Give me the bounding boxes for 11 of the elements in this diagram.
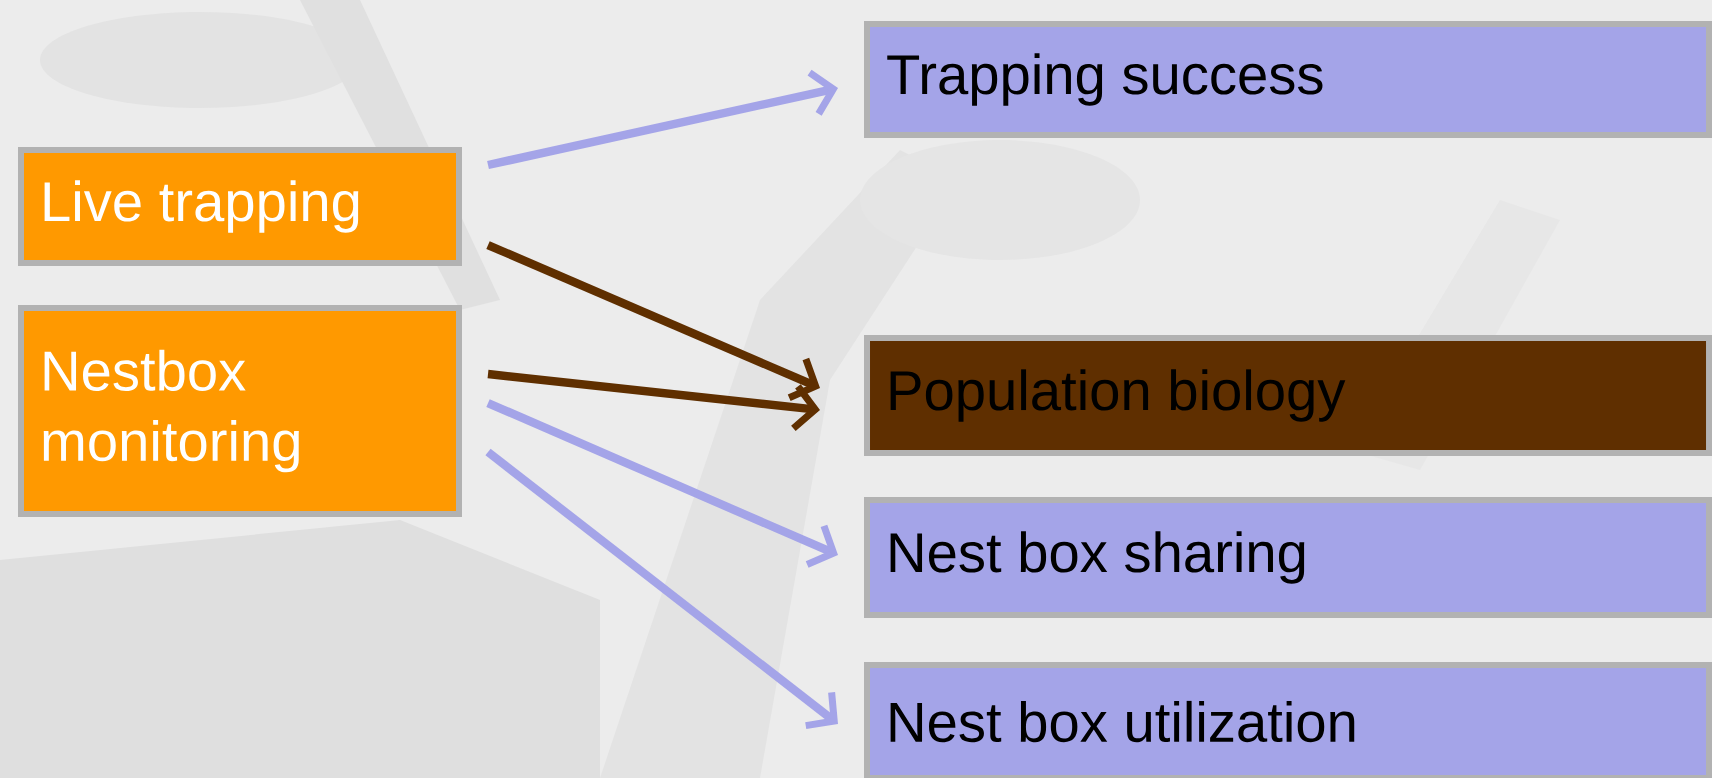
process-box: Population biology	[864, 335, 1712, 456]
process-box: Live trapping	[18, 147, 462, 266]
arrow	[487, 369, 820, 431]
process-box: Nestbox monitoring	[18, 305, 462, 517]
arrow	[486, 399, 838, 568]
process-box: Nest box sharing	[864, 497, 1712, 618]
process-box: Trapping success	[864, 21, 1712, 138]
arrow	[487, 69, 838, 170]
arrow	[485, 448, 838, 730]
arrow	[486, 241, 820, 401]
process-box: Nest box utilization	[864, 662, 1712, 778]
